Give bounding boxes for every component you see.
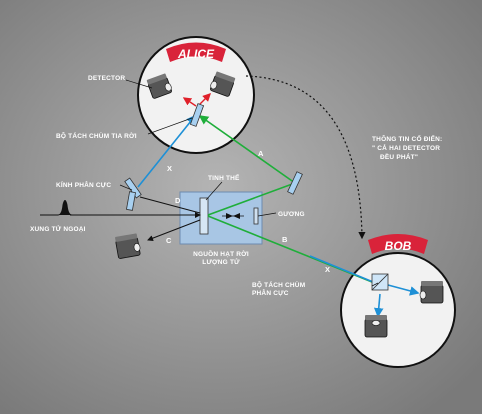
right-mirror xyxy=(287,171,303,195)
beam-x-alice xyxy=(137,114,197,188)
pulse-shape xyxy=(40,200,73,216)
mirror-inner xyxy=(253,207,259,225)
label-beam-splitter: BỘ TÁCH CHÙM TIA RỜI xyxy=(56,131,137,140)
alice-detector-right xyxy=(210,71,236,97)
label-detector: DETECTOR xyxy=(88,75,125,82)
bob-detector-bottom xyxy=(364,315,388,338)
label-pulse: XUNG TỬ NGOẠI xyxy=(30,224,86,233)
beam-a-lower xyxy=(207,182,296,216)
beam-label-x-bob: X xyxy=(325,265,330,274)
beam-label-d: D xyxy=(175,196,181,205)
label-classical-3: ĐỀU PHÁT" xyxy=(380,151,418,161)
polarizer-mirror xyxy=(126,191,136,211)
beam-label-c: C xyxy=(166,236,172,245)
label-mirror: GƯƠNG xyxy=(278,211,305,218)
alice-out-left xyxy=(182,97,197,107)
detector-c xyxy=(115,233,141,259)
label-bob-splitter-2: PHÂN CỰC xyxy=(252,288,289,297)
label-crystal: TINH THỂ xyxy=(208,173,240,182)
label-classical-2: " CẢ HAI DETECTOR xyxy=(372,143,440,152)
alice-detector-left xyxy=(146,73,172,99)
label-source-2: LƯỢNG TỬ xyxy=(202,257,240,266)
leader-bob-splitter xyxy=(371,282,379,287)
leader-polarizer xyxy=(119,184,133,191)
bob-out-right xyxy=(387,284,420,296)
leader-detector xyxy=(125,79,153,89)
crystal xyxy=(199,197,209,235)
beam-a-upper xyxy=(198,115,296,184)
label-classical-1: THÔNG TIN CỔ ĐIỂN: xyxy=(372,134,442,143)
beam-label-b: B xyxy=(282,235,288,244)
classical-channel-arrow xyxy=(245,75,366,240)
bob-circle xyxy=(340,252,456,368)
bob-detector-right xyxy=(419,281,444,304)
beam-label-x-alice: X xyxy=(167,164,172,173)
beam-d xyxy=(139,196,201,214)
alice-circle xyxy=(137,36,255,154)
bob-ribbon: BOB xyxy=(368,234,428,254)
label-polarizer: KÍNH PHÂN CỰC xyxy=(56,180,111,189)
leader-mirror xyxy=(257,212,277,217)
bob-polarizing-splitter xyxy=(371,273,389,291)
beam-x-bob xyxy=(309,255,379,285)
beam-c xyxy=(147,219,201,242)
bob-label: BOB xyxy=(385,239,412,253)
alice-beam-splitter xyxy=(189,103,205,127)
bowtie-symbol xyxy=(222,213,244,219)
alice-label: ALICE xyxy=(177,47,215,61)
bob-out-down xyxy=(373,293,384,318)
label-source-1: NGUỒN HẠT RỜI xyxy=(193,248,249,258)
beam-label-a: A xyxy=(258,149,264,158)
alice-ribbon: ALICE xyxy=(166,42,226,62)
label-bob-splitter-1: BỘ TÁCH CHÙM xyxy=(252,280,305,289)
leader-splitter xyxy=(147,117,193,135)
leader-crystal xyxy=(205,181,223,201)
